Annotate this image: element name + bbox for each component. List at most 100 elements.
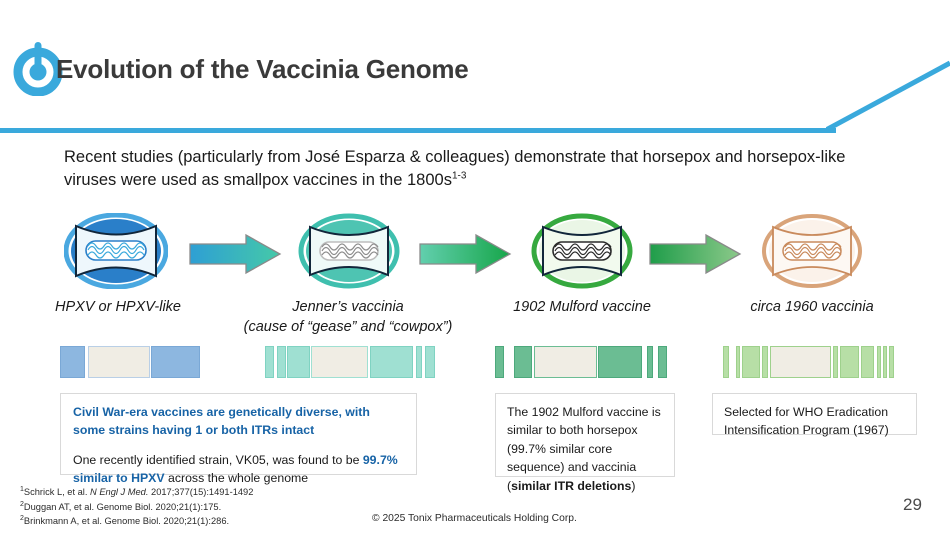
caption-hpxv-line1: HPXV or HPXV-like [55,299,181,315]
footnote-marker: 2 [20,500,24,508]
caption-mulford-1902: 1902 Mulford vaccine [482,298,682,318]
mulford-part1: The 1902 Mulford vaccine is similar to b… [507,405,661,493]
genome-segment [838,346,841,378]
genome-segment [287,346,310,378]
footnote-list: 1Schrick L, et al. N Engl J Med. 2017;37… [20,485,253,529]
genome-segment [647,346,653,378]
page-title: Evolution of the Vaccinia Genome [56,54,469,84]
genome-segment [88,346,150,378]
genome-segment [533,346,597,378]
slide-number: 29 [903,495,922,514]
mulford-part2: ) [631,478,636,493]
genome-segment [652,346,658,378]
arrow-mulford-to-1960 [648,233,742,275]
genome-segment [503,346,515,378]
caption-mulford-line1: 1902 Mulford vaccine [513,299,651,315]
civil-war-body-highlight: 99.7% similar to HPXV [73,452,398,486]
intro-line-1: Recent studies (particularly from José E… [64,148,743,166]
genome-segment [760,346,763,378]
genome-segment [881,346,884,378]
genome-segment [767,346,770,378]
caption-jenner-line1: Jenner’s vaccinia [292,299,404,315]
caption-jenners-vaccinia: Jenner’s vaccinia (cause of “gease” and … [232,298,464,337]
genome-segment [285,346,288,378]
footnote-marker: 2 [20,515,24,523]
genome-segment [888,346,895,378]
genome-segment [769,346,831,378]
genome-segment [886,346,889,378]
genome-segment [277,346,286,378]
callout-civil-war-vaccines: Civil War-era vaccines are genetically d… [60,393,417,485]
genome-bar-circa-1960-vaccinia [723,346,909,378]
callout-civil-war-body: One recently identified strain, VK05, wa… [73,451,404,488]
caption-hpxv: HPXV or HPXV-like [28,298,208,318]
footnote-rest: 2017;377(15):1491-1492 [148,487,254,498]
header-diagonal-accent [826,58,950,134]
footnote-marker: 1 [20,486,24,493]
genome-segment [368,346,371,378]
callout-who-body: Selected for WHO Eradication Intensifica… [724,405,889,438]
genome-segment [873,346,878,378]
footnote-item: 2Brinkmann A, et al. Genome Biol. 2020;2… [20,514,253,529]
caption-circa-1960: circa 1960 vaccinia [712,298,912,318]
genome-segment [369,346,413,378]
genome-segment [273,346,278,378]
genome-segment [723,346,729,378]
genome-segment [424,346,436,378]
genome-segment [642,346,648,378]
genome-segment [741,346,761,378]
genome-bar-hpxv [60,346,200,378]
genome-segment [832,346,839,378]
genome-segment [657,346,667,378]
header-rule [0,128,836,133]
genome-segment [877,346,882,378]
genome-segment [598,346,642,378]
genome-segment [762,346,768,378]
footnote-item: 2Duggan AT, et al. Genome Biol. 2020;21(… [20,500,253,515]
intro-paragraph: Recent studies (particularly from José E… [64,146,864,193]
genome-segment [85,346,88,378]
genome-segment [739,346,742,378]
genome-bar-jenners-vaccinia [265,346,437,378]
genome-segment [412,346,417,378]
genome-segment [311,346,369,378]
intro-citation: 1-3 [451,170,467,182]
genome-segment [830,346,833,378]
footnote-author: Duggan AT, et al. Genome Biol. 2020;21(1… [23,501,222,512]
callout-civil-war-heading: Civil War-era vaccines are genetically d… [73,405,370,438]
genome-segment [882,346,887,378]
arrow-jenner-to-mulford [418,233,512,275]
virion-circa-1960-vaccinia-icon [760,213,864,289]
genome-bar-mulford-1902 [495,346,670,378]
tonix-power-logo-icon [10,38,66,96]
callout-mulford-similarity: The 1902 Mulford vaccine is similar to b… [495,393,675,493]
arrow-hpxv-to-jenner [188,233,282,275]
intro-line-2: horsepox-like viruses were used as small… [64,148,846,190]
genome-segment [416,346,422,378]
genome-segment [736,346,740,378]
genome-segment [151,346,200,378]
footnote-author: Brinkmann A, et al. Genome Biol. 2020;21… [23,516,230,527]
civil-war-body-part1: One recently identified strain, VK05, wa… [73,452,363,467]
genome-segment [265,346,274,378]
genome-segment [60,346,86,378]
virion-jenners-vaccinia-icon [297,213,401,289]
footnote-journal: N Engl J Med. [90,487,149,498]
footnote-author: Schrick L, et al. [23,487,91,498]
virion-hpxv-icon [64,213,168,289]
copyright-notice: © 2025 Tonix Pharmaceuticals Holding Cor… [372,513,577,524]
caption-jenner-line2: (cause of “gease” and “cowpox”) [243,318,453,335]
genome-segment [840,346,859,378]
virion-mulford-1902-icon [530,213,634,289]
callout-who-eradication: Selected for WHO Eradication Intensifica… [712,393,917,437]
genome-segment [596,346,599,378]
genome-segment [728,346,737,378]
mulford-bold: similar ITR deletions [511,478,632,493]
caption-1960-line1: circa 1960 vaccinia [750,299,874,315]
genome-segment [531,346,534,378]
civil-war-body-part2: across the whole genome [164,471,309,486]
genome-segment [421,346,425,378]
genome-segment [860,346,874,378]
genome-segment [309,346,312,378]
